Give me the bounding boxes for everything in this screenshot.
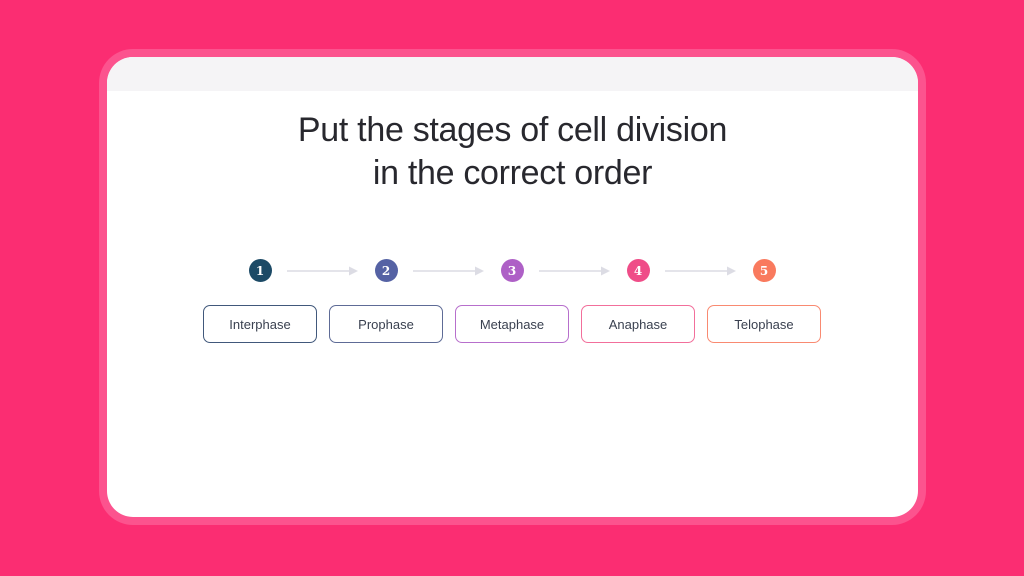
right-arrow-icon bbox=[665, 266, 736, 276]
stage-label-box-metaphase[interactable]: Metaphase bbox=[455, 305, 569, 343]
stage-label-row: Interphase Prophase Metaphase Anaphase T… bbox=[203, 305, 822, 343]
page-title: Put the stages of cell division in the c… bbox=[107, 109, 918, 195]
title-line-1: Put the stages of cell division bbox=[297, 111, 728, 149]
right-arrow-icon bbox=[287, 266, 358, 276]
stage-sequence: 1 2 3 4 5 bbox=[203, 259, 822, 343]
stage-number-badge-4: 4 bbox=[626, 259, 650, 282]
right-arrow-icon bbox=[539, 266, 610, 276]
quiz-card: Put the stages of cell division in the c… bbox=[107, 57, 918, 517]
title-line-2: in the correct order bbox=[372, 154, 653, 192]
stage-number-badge-3: 3 bbox=[500, 259, 524, 282]
stage-label-box-telophase[interactable]: Telophase bbox=[707, 305, 821, 343]
stage-label-box-anaphase[interactable]: Anaphase bbox=[581, 305, 695, 343]
stage-number-badge-1: 1 bbox=[248, 259, 272, 282]
stage-number-row: 1 2 3 4 5 bbox=[203, 259, 822, 282]
stage-number-badge-5: 5 bbox=[752, 259, 776, 282]
stage-label-box-prophase[interactable]: Prophase bbox=[329, 305, 443, 343]
card-header-bar bbox=[107, 57, 918, 91]
right-arrow-icon bbox=[413, 266, 484, 276]
stage-number-badge-2: 2 bbox=[374, 259, 398, 282]
stage-label-box-interphase[interactable]: Interphase bbox=[203, 305, 317, 343]
